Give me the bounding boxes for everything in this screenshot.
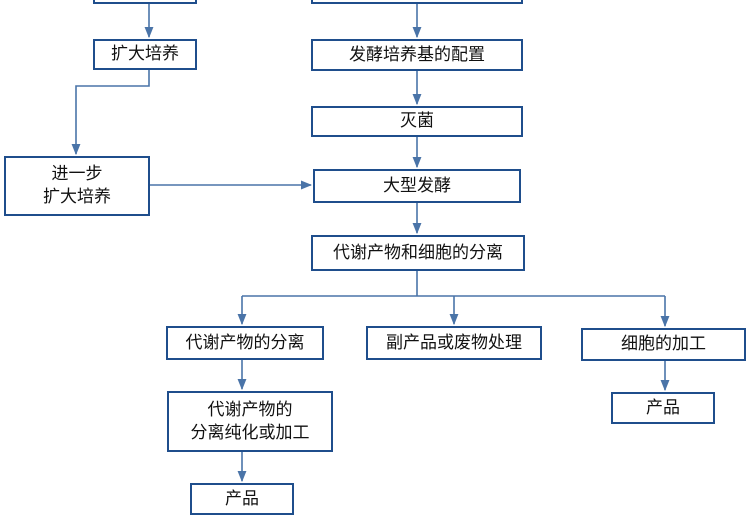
node-byproduct: 副产品或废物处理 — [366, 326, 542, 360]
node-product-left-label: 产品 — [225, 489, 259, 509]
flow-connectors — [71, 0, 670, 483]
node-further-expand-line1: 进一步 — [51, 164, 103, 185]
top-left-box — [93, 0, 197, 4]
node-large-fermentation: 大型发酵 — [313, 169, 521, 203]
node-cell-processing-label: 细胞的加工 — [621, 334, 706, 355]
node-purify-line2: 分离纯化或加工 — [190, 422, 310, 443]
node-product-left: 产品 — [190, 483, 294, 515]
node-separation-all-label: 代谢产物和细胞的分离 — [333, 242, 503, 263]
node-purify-line1: 代谢产物的 — [207, 399, 293, 420]
node-further-expand-line2: 扩大培养 — [43, 187, 111, 207]
node-purify: 代谢产物的 分离纯化或加工 — [167, 391, 333, 452]
node-product-right: 产品 — [611, 392, 715, 424]
node-cell-processing: 细胞的加工 — [581, 328, 746, 361]
node-medium-prep-label: 发酵培养基的配置 — [349, 44, 485, 65]
node-separation-metabolite: 代谢产物的分离 — [166, 326, 324, 360]
node-sterilize-label: 灭菌 — [400, 111, 434, 132]
node-byproduct-label: 副产品或废物处理 — [386, 332, 522, 353]
node-product-right-label: 产品 — [646, 397, 680, 418]
node-further-expand: 进一步 扩大培养 — [4, 156, 150, 216]
node-expand-culture: 扩大培养 — [93, 39, 197, 70]
node-separation-metabolite-label: 代谢产物的分离 — [185, 332, 305, 353]
top-center-box — [311, 0, 523, 4]
node-separation-all: 代谢产物和细胞的分离 — [311, 235, 525, 271]
arrow-expand-to-further — [71, 70, 150, 156]
node-sterilize: 灭菌 — [311, 106, 523, 137]
node-medium-prep: 发酵培养基的配置 — [311, 39, 523, 71]
node-expand-culture-label: 扩大培养 — [111, 44, 179, 65]
node-large-fermentation-label: 大型发酵 — [383, 175, 451, 196]
